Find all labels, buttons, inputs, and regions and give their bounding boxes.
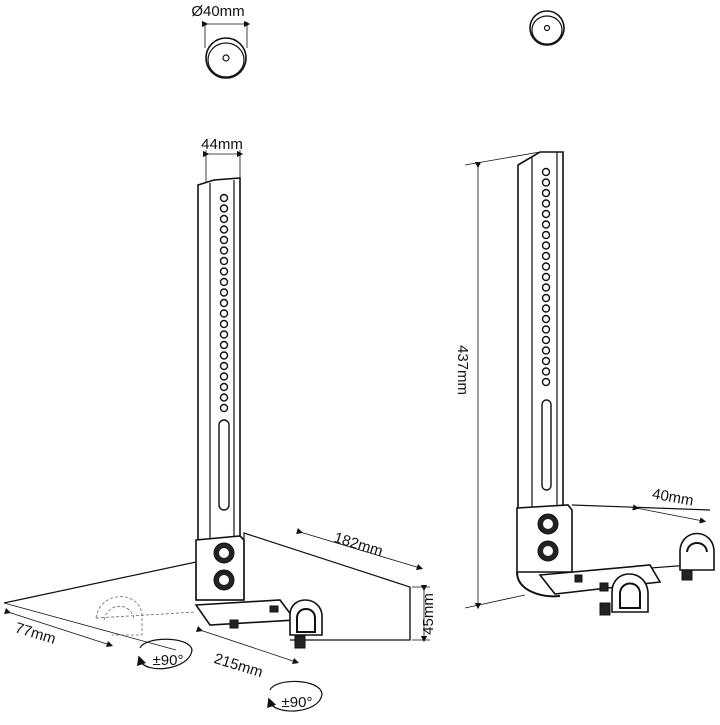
- platform-side-dimension: [3, 607, 114, 648]
- left-view: Ø40mm 44mm: [3, 3, 437, 712]
- pole-hole: [219, 267, 229, 276]
- pole-hole: [219, 351, 229, 360]
- pole-hole: [541, 367, 551, 376]
- pole-left: [197, 177, 241, 546]
- pole-hole: [219, 204, 229, 213]
- pole-hole: [541, 251, 551, 261]
- pole-hole: [219, 214, 229, 224]
- pole-hole: [541, 314, 551, 324]
- pole-hole: [219, 340, 229, 350]
- pole-hole: [541, 335, 551, 345]
- arm-bracket-right: [538, 532, 715, 616]
- rotation-left-label: ±90°: [153, 652, 184, 669]
- pole-hole: [541, 241, 551, 250]
- platform-width-dimension: [296, 528, 424, 571]
- pole-hole: [541, 325, 551, 334]
- pole-hole: [541, 230, 551, 240]
- rotation-indicator-left: [136, 638, 193, 670]
- arm-height-dimension: [412, 584, 430, 643]
- pole-hole: [219, 277, 229, 287]
- platform-width-label: 182mm: [332, 529, 385, 560]
- rotation-indicator-right: [267, 680, 323, 712]
- pole-hole: [219, 393, 229, 402]
- pole-hole: [219, 298, 229, 308]
- pole-hole: [219, 361, 229, 371]
- pole-hole: [219, 403, 229, 413]
- pole-hole: [219, 382, 229, 392]
- height-label: 437mm: [454, 345, 471, 395]
- pole-hole: [541, 346, 551, 355]
- pole-hole: [541, 356, 551, 366]
- pole-hole: [541, 272, 551, 282]
- pole-hole: [541, 220, 551, 229]
- platform-side-label: 77mm: [13, 619, 58, 647]
- pole-hole: [541, 209, 551, 219]
- pole-width-label: 44mm: [201, 136, 243, 153]
- pole-hole: [219, 309, 229, 318]
- pole-base-left: [195, 535, 245, 601]
- pole-hole: [219, 288, 229, 297]
- height-dimension: [464, 151, 541, 610]
- pole-hole: [219, 246, 229, 255]
- pole-hole: [541, 293, 551, 303]
- pole-hole: [541, 304, 551, 313]
- pole-hole: [219, 330, 229, 339]
- pole-hole: [541, 199, 551, 208]
- arm-bracket-left: [95, 596, 323, 649]
- pole-hole: [541, 188, 551, 198]
- pole-hole: [219, 225, 229, 234]
- cap-diameter-label: Ø40mm: [191, 3, 244, 20]
- arm-length-dimension: [195, 625, 300, 665]
- pole-right: [517, 151, 564, 511]
- clamp-width-dimension: [632, 504, 707, 524]
- pole-hole: [219, 372, 229, 381]
- pole-hole: [541, 262, 551, 271]
- pole-width-dimension: [202, 150, 244, 185]
- arm-height-label: 45mm: [420, 593, 437, 635]
- pole-hole: [541, 167, 551, 177]
- rotation-right-label: ±90°: [282, 694, 313, 711]
- pole-hole: [219, 319, 229, 329]
- cap-disc-right: [529, 10, 565, 46]
- clamp-width-label: 40mm: [651, 486, 695, 510]
- cap-disc-left: [201, 20, 251, 79]
- arm-length-label: 215mm: [212, 650, 265, 681]
- pole-hole: [541, 377, 551, 387]
- pole-hole: [219, 193, 229, 203]
- pole-base-right: [516, 504, 573, 598]
- pole-hole: [219, 235, 229, 245]
- pole-hole: [541, 178, 551, 187]
- pole-hole: [219, 256, 229, 266]
- right-view: 437mm 40mm: [454, 10, 715, 616]
- pole-hole: [541, 283, 551, 292]
